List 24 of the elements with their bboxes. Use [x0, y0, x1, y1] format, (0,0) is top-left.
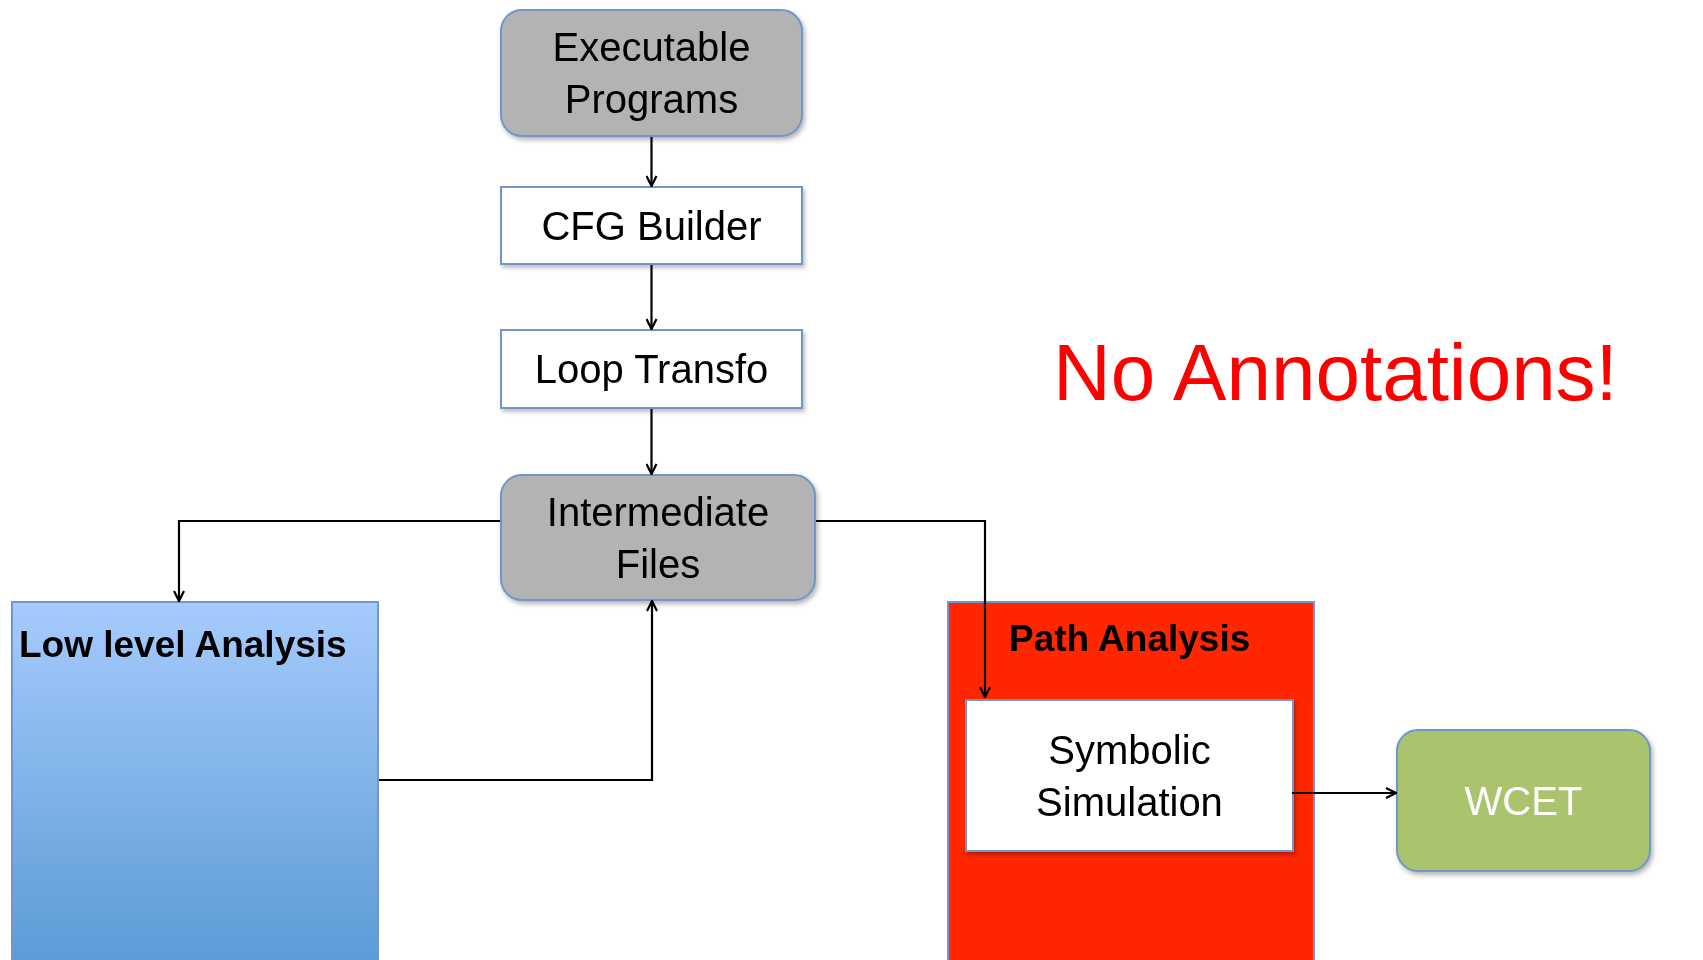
rounded-process-box — [500, 474, 816, 601]
panel-title: Path Analysis — [1009, 617, 1251, 661]
arrow — [645, 409, 658, 476]
process-box — [965, 699, 1294, 852]
result-box — [1396, 729, 1651, 872]
panel-title: Low level Analysis — [19, 623, 347, 667]
rounded-process-box — [500, 9, 803, 137]
box-label: Symbolic Simulation — [1035, 726, 1224, 826]
arrow — [645, 265, 658, 331]
box-label: Loop Transfo — [534, 346, 769, 393]
process-box — [500, 186, 803, 265]
box-label: Executable Programs — [551, 24, 752, 123]
analysis-panel — [947, 601, 1315, 960]
box-label: Intermediate Files — [545, 488, 771, 588]
arrow — [379, 599, 659, 782]
arrow — [1292, 786, 1398, 800]
arrow — [172, 519, 500, 603]
process-box — [500, 329, 803, 409]
box-label: WCET — [1464, 777, 1583, 825]
annotation-note: No Annotations! — [1053, 327, 1618, 419]
arrow — [645, 137, 658, 188]
arrow — [816, 519, 992, 699]
analysis-panel — [11, 601, 379, 960]
box-label: CFG Builder — [541, 202, 762, 250]
